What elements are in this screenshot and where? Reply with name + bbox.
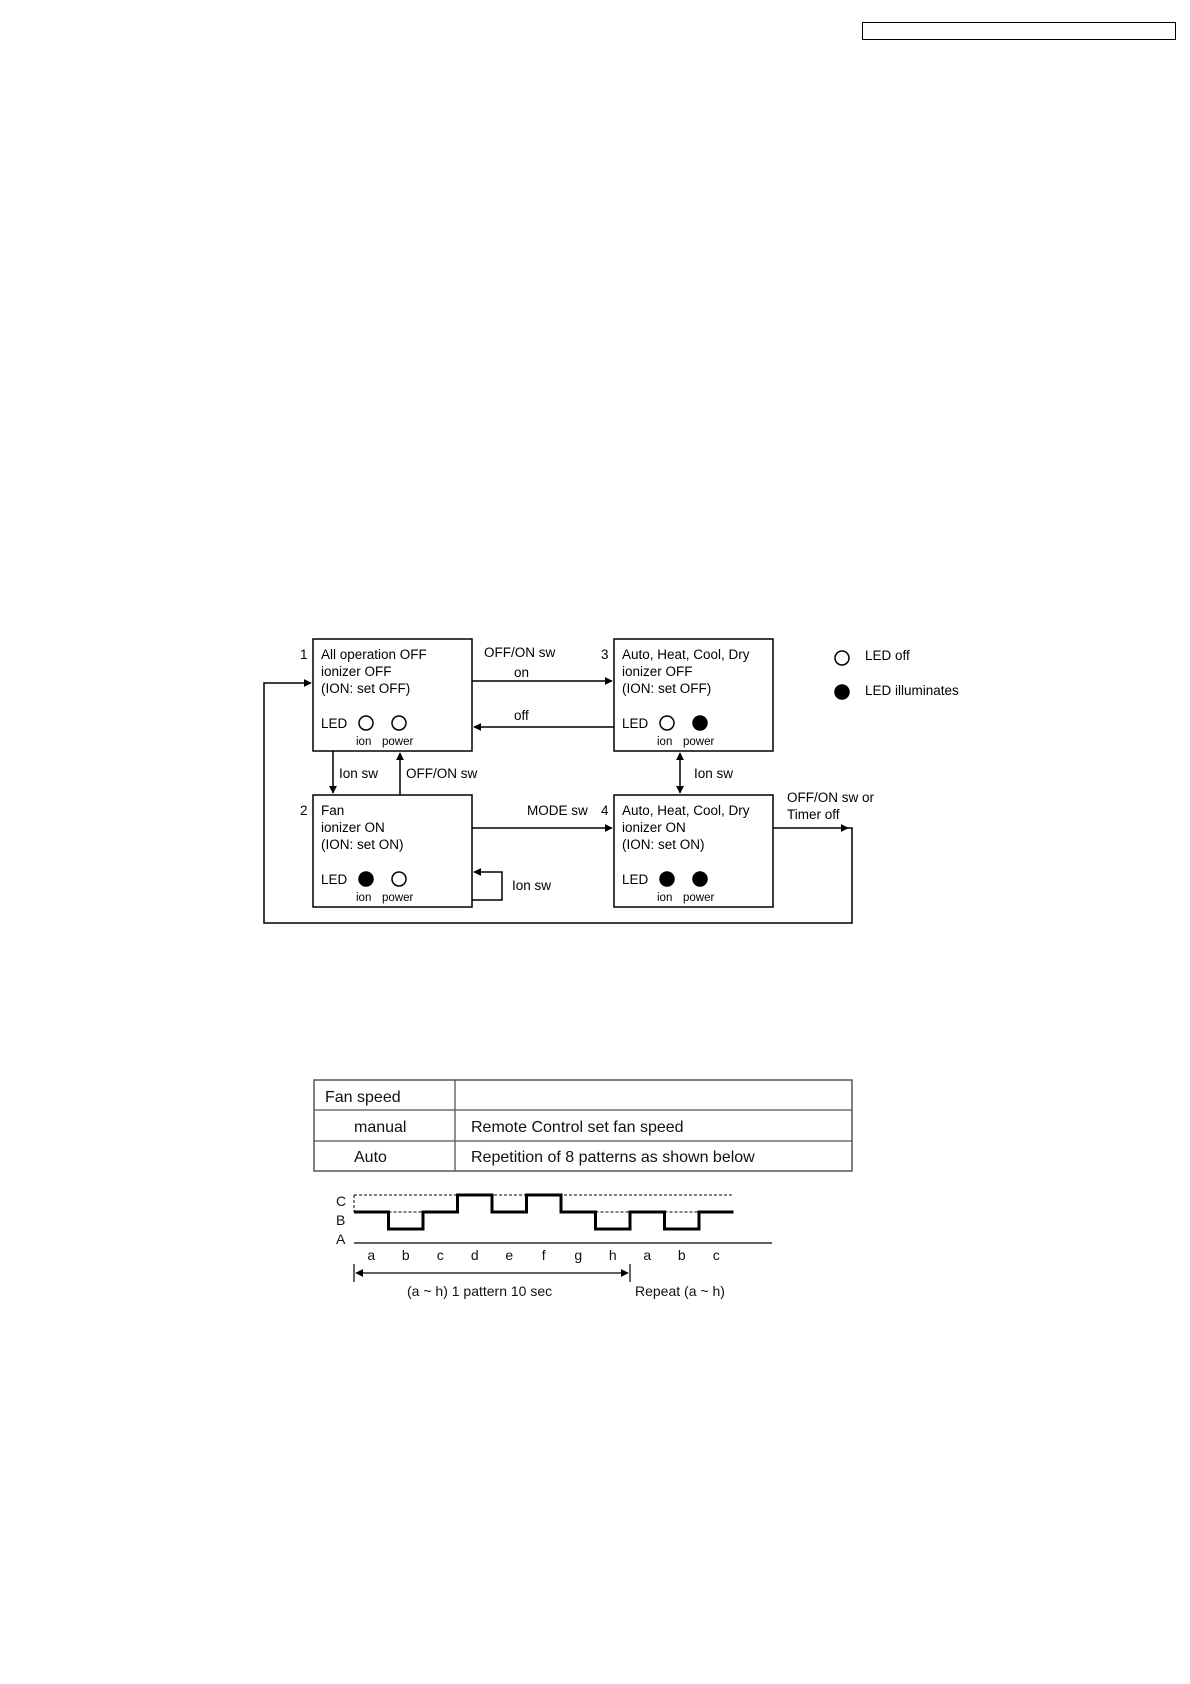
- state-4-line-2: ionizer ON: [622, 820, 686, 835]
- arrow-4-to-1-return: [263, 679, 853, 924]
- label-3-to-1: off: [514, 708, 529, 723]
- legend-led-off-label: LED off: [865, 648, 910, 663]
- state-4-led-label: LED: [622, 872, 649, 887]
- state-1-line-3: (ION: set OFF): [321, 681, 410, 696]
- state-1-line-2: ionizer OFF: [321, 664, 392, 679]
- waveform-segment-label: a: [367, 1247, 375, 1263]
- waveform-level-a: A: [336, 1231, 346, 1247]
- waveform-segment-label: e: [505, 1247, 513, 1263]
- state-diagram: 1 All operation OFF ionizer OFF (ION: se…: [263, 638, 959, 924]
- state-1-ion-label: ion: [356, 736, 371, 748]
- state-3: 3 Auto, Heat, Cool, Dry ionizer OFF (ION…: [601, 638, 774, 752]
- state-2-power-led: [391, 871, 407, 887]
- waveform-segment-label: h: [609, 1247, 617, 1263]
- state-4-line-3: (ION: set ON): [622, 837, 705, 852]
- arrow-2-self: [472, 868, 503, 901]
- waveform-segment-label: g: [574, 1247, 582, 1263]
- state-3-line-3: (ION: set OFF): [622, 681, 711, 696]
- state-4-number: 4: [601, 803, 609, 818]
- waveform-segment-label: a: [643, 1247, 651, 1263]
- label-1-to-3-line-1: OFF/ON sw: [484, 645, 555, 660]
- state-3-number: 3: [601, 647, 609, 662]
- label-2-self: Ion sw: [512, 878, 551, 893]
- label-4-to-1-line-2: Timer off: [787, 807, 840, 822]
- fan-table-row-2-label: Auto: [354, 1149, 387, 1166]
- legend-led-off-icon: [834, 650, 850, 666]
- state-1-line-1: All operation OFF: [321, 647, 427, 662]
- state-3-power-led: [692, 715, 708, 731]
- state-2-line-1: Fan: [321, 803, 344, 818]
- label-1-to-3-line-2: on: [514, 665, 529, 680]
- state-2-line-2: ionizer ON: [321, 820, 385, 835]
- state-2-ion-label: ion: [356, 892, 371, 904]
- state-4-power-led: [692, 871, 708, 887]
- state-1: 1 All operation OFF ionizer OFF (ION: se…: [300, 638, 473, 752]
- waveform-segment-label: b: [678, 1247, 686, 1263]
- legend-led-on-icon: [834, 684, 850, 700]
- fan-table-row-1-value: Remote Control set fan speed: [471, 1119, 684, 1136]
- state-1-led-label: LED: [321, 716, 348, 731]
- waveform-segment-label: f: [542, 1247, 546, 1263]
- state-3-box: [613, 638, 774, 752]
- label-1-to-2: Ion sw: [339, 766, 378, 781]
- state-2-ion-led: [358, 871, 374, 887]
- fan-table-header: Fan speed: [325, 1089, 401, 1106]
- label-3-4: Ion sw: [694, 766, 733, 781]
- state-2-number: 2: [300, 803, 308, 818]
- repeat-label: Repeat (a ~ h): [635, 1283, 725, 1299]
- state-1-power-led: [391, 715, 407, 731]
- state-3-ion-led: [659, 715, 675, 731]
- state-4: 4 Auto, Heat, Cool, Dry ionizer ON (ION:…: [601, 794, 774, 908]
- state-3-line-2: ionizer OFF: [622, 664, 693, 679]
- state-1-power-label: power: [382, 736, 413, 748]
- state-3-ion-label: ion: [657, 736, 672, 748]
- waveform-segment-label: b: [402, 1247, 410, 1263]
- state-3-line-1: Auto, Heat, Cool, Dry: [622, 647, 750, 662]
- waveform-segment-label: c: [713, 1247, 720, 1263]
- pattern-label: (a ~ h) 1 pattern 10 sec: [407, 1283, 552, 1299]
- state-2-power-label: power: [382, 892, 413, 904]
- waveform-segment-label: c: [437, 1247, 444, 1263]
- state-3-led-label: LED: [622, 716, 649, 731]
- fan-table-row-1-label: manual: [354, 1119, 406, 1136]
- fan-table-row-2-value: Repetition of 8 patterns as shown below: [471, 1149, 755, 1166]
- legend-led-on-label: LED illuminates: [865, 683, 959, 698]
- waveform-dashed-guides: [353, 1194, 734, 1213]
- state-1-ion-led: [358, 715, 374, 731]
- label-4-to-1-line-1: OFF/ON sw or: [787, 790, 875, 805]
- waveform-level-b: B: [336, 1212, 345, 1228]
- fan-pattern-waveform: C B A a b c d e f g h a b c (a ~ h) 1 pattern 10 s…: [336, 1193, 772, 1299]
- state-4-ion-led: [659, 871, 675, 887]
- waveform-level-c: C: [336, 1193, 346, 1209]
- state-2-led-label: LED: [321, 872, 348, 887]
- label-2-to-1: OFF/ON sw: [406, 766, 477, 781]
- fan-speed-table: Fan speed manual Remote Control set fan …: [313, 1079, 853, 1172]
- waveform-segment-label: d: [471, 1247, 479, 1263]
- label-2-to-4: MODE sw: [527, 803, 588, 818]
- state-1-box: [312, 638, 473, 752]
- state-1-number: 1: [300, 647, 308, 662]
- state-4-ion-label: ion: [657, 892, 672, 904]
- state-4-box: [613, 794, 774, 908]
- state-2-line-3: (ION: set ON): [321, 837, 404, 852]
- state-2-box: [312, 794, 473, 908]
- state-4-power-label: power: [683, 892, 714, 904]
- state-4-line-1: Auto, Heat, Cool, Dry: [622, 803, 750, 818]
- page-header-box: [862, 22, 1176, 40]
- state-3-power-label: power: [683, 736, 714, 748]
- state-2: 2 Fan ionizer ON (ION: set ON) LED ion p…: [300, 794, 473, 908]
- waveform-signal: [354, 1193, 734, 1231]
